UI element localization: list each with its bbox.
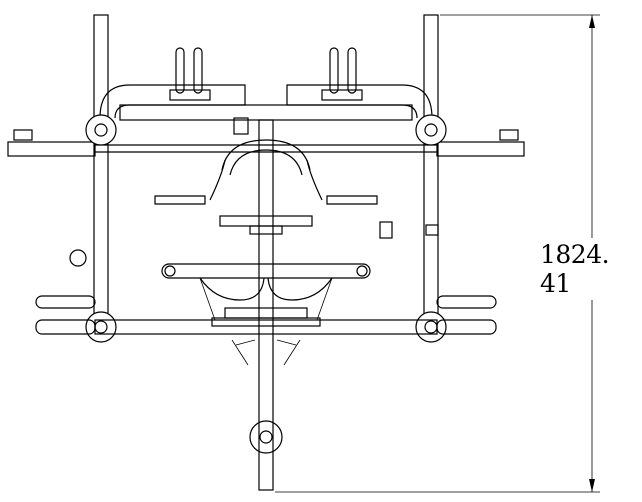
dimension-label: 1824. 41 xyxy=(540,238,642,300)
bottom-frame xyxy=(35,221,497,335)
vertical-grips xyxy=(169,47,363,101)
center-column xyxy=(154,117,378,491)
top-frame xyxy=(7,84,525,157)
seat-assembly xyxy=(161,263,371,366)
pulleys xyxy=(85,114,447,454)
